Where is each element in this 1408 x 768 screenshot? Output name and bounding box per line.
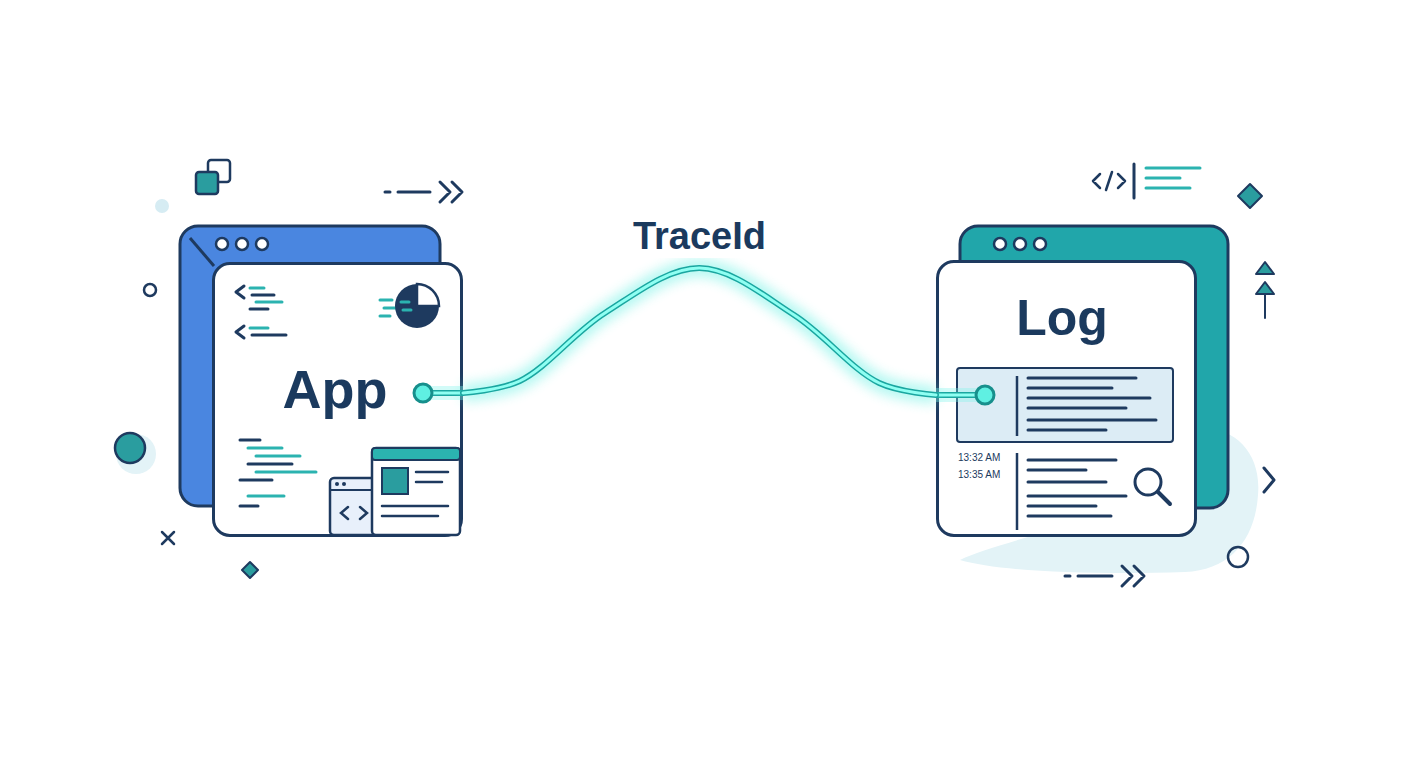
floating-shapes bbox=[1146, 168, 1200, 188]
floating-shapes bbox=[196, 172, 218, 194]
floating-shapes bbox=[115, 433, 145, 463]
floating-shapes bbox=[1093, 172, 1125, 190]
mini-window bbox=[372, 448, 460, 535]
highlighted-entry bbox=[1016, 376, 1019, 436]
floating-shapes bbox=[1065, 566, 1144, 586]
app-back-window bbox=[216, 238, 228, 250]
connector-label: TraceId bbox=[629, 216, 770, 258]
floating-shapes bbox=[1228, 547, 1248, 567]
code-lines bbox=[252, 334, 286, 337]
trace-anchor bbox=[414, 384, 432, 402]
mini-window bbox=[382, 468, 408, 494]
code-lines bbox=[248, 448, 316, 496]
mini-window bbox=[341, 507, 367, 519]
floating-shapes bbox=[1133, 164, 1136, 198]
mini-window bbox=[335, 482, 339, 486]
app-back-window bbox=[236, 238, 248, 250]
floating-shapes bbox=[144, 284, 156, 296]
highlighted-entry bbox=[1028, 378, 1156, 430]
window-title: App bbox=[283, 360, 388, 419]
trace-connector bbox=[463, 268, 936, 395]
code-lines bbox=[250, 295, 274, 309]
floating-shapes bbox=[1238, 184, 1262, 208]
mini-window bbox=[372, 448, 460, 460]
highlighted-entry bbox=[957, 368, 1173, 442]
trace-connector bbox=[463, 268, 936, 395]
floating-shapes bbox=[1264, 468, 1274, 492]
trace-connector bbox=[463, 268, 936, 395]
floating-shapes bbox=[155, 199, 169, 213]
trace-anchor bbox=[976, 386, 994, 404]
floating-shapes bbox=[115, 160, 1274, 586]
chart-icon bbox=[401, 302, 411, 310]
trace-anchor bbox=[936, 386, 994, 404]
floating-shapes bbox=[1256, 262, 1274, 318]
app-window: App bbox=[212, 262, 463, 537]
code-lines bbox=[236, 286, 244, 298]
search-icon bbox=[1135, 469, 1170, 504]
log-entries bbox=[1017, 453, 1126, 530]
log-back-window bbox=[1014, 238, 1026, 250]
code-lines bbox=[236, 326, 244, 338]
floating-shapes bbox=[162, 532, 174, 544]
trace-connector bbox=[463, 268, 936, 395]
log-entries bbox=[1028, 460, 1126, 516]
code-lines bbox=[250, 327, 268, 330]
log-window: Log bbox=[936, 260, 1197, 537]
search-icon bbox=[1158, 492, 1170, 504]
floating-shapes bbox=[385, 182, 462, 202]
highlighted-entry bbox=[957, 368, 1173, 442]
chart-icon bbox=[380, 284, 439, 328]
app-back-window bbox=[190, 238, 214, 266]
timestamp: 13:35 AM bbox=[958, 469, 1000, 480]
timestamp: 13:32 AM bbox=[958, 452, 1000, 463]
floating-shapes bbox=[116, 434, 156, 474]
chart-icon bbox=[395, 284, 439, 328]
mini-window bbox=[372, 448, 460, 535]
floating-shapes bbox=[242, 562, 258, 578]
app-back-window bbox=[256, 238, 268, 250]
window-title: Log bbox=[1016, 291, 1108, 346]
trace-anchor bbox=[414, 384, 463, 402]
log-entries bbox=[1016, 453, 1019, 530]
chart-icon bbox=[417, 284, 439, 306]
mini-window bbox=[342, 482, 346, 486]
log-back-window bbox=[994, 238, 1006, 250]
mini-window bbox=[382, 472, 448, 516]
log-back-window bbox=[1034, 238, 1046, 250]
